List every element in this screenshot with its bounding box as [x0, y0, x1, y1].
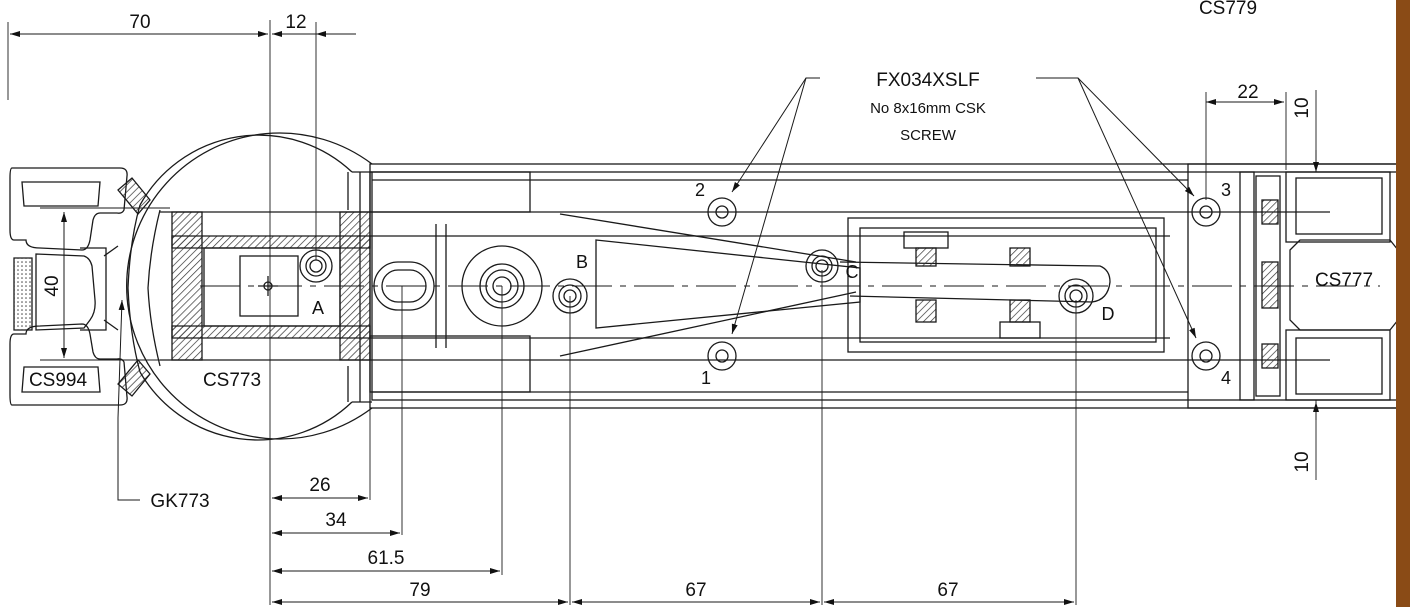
profile-cs773 — [126, 132, 373, 441]
hole-label-4: 4 — [1221, 368, 1231, 388]
profile-cs994 — [9, 167, 151, 406]
dim-67-left: 67 — [685, 580, 706, 601]
hole-label-2: 2 — [695, 180, 705, 200]
center-lines — [7, 20, 1380, 605]
point-label-c: C — [846, 262, 859, 282]
dim-70: 70 — [129, 12, 150, 33]
callout-code: FX034XSLF — [876, 70, 980, 91]
door-closer-housing — [160, 163, 1401, 409]
leader-lines — [117, 77, 1197, 501]
point-label-a: A — [312, 298, 324, 318]
dimension-lines — [10, 31, 1319, 605]
dim-12: 12 — [285, 12, 306, 33]
dim-10-bottom: 10 — [1292, 451, 1313, 472]
dim-67-right: 67 — [937, 580, 958, 601]
right-edge-bar — [1396, 0, 1410, 607]
drawing-text: 70 12 CS779 FX034XSLF No 8x16mm CSK SCRE… — [29, 0, 1373, 601]
label-cs994: CS994 — [29, 370, 88, 391]
label-cs777: CS777 — [1315, 270, 1373, 291]
dim-26: 26 — [309, 475, 330, 496]
dim-40: 40 — [42, 275, 63, 296]
label-cs773: CS773 — [203, 370, 261, 391]
dim-22: 22 — [1237, 82, 1258, 103]
point-label-d: D — [1102, 304, 1115, 324]
point-label-b: B — [576, 252, 588, 272]
callout-line-2: SCREW — [900, 127, 957, 144]
label-cs779: CS779 — [1199, 0, 1257, 19]
label-gk773: GK773 — [150, 491, 209, 512]
dim-10-top: 10 — [1292, 97, 1313, 118]
hole-label-1: 1 — [701, 368, 711, 388]
dim-34: 34 — [325, 510, 347, 531]
hole-label-3: 3 — [1221, 180, 1231, 200]
callout-line-1: No 8x16mm CSK — [870, 100, 986, 117]
dim-79: 79 — [409, 580, 430, 601]
dim-61-5: 61.5 — [368, 548, 405, 569]
